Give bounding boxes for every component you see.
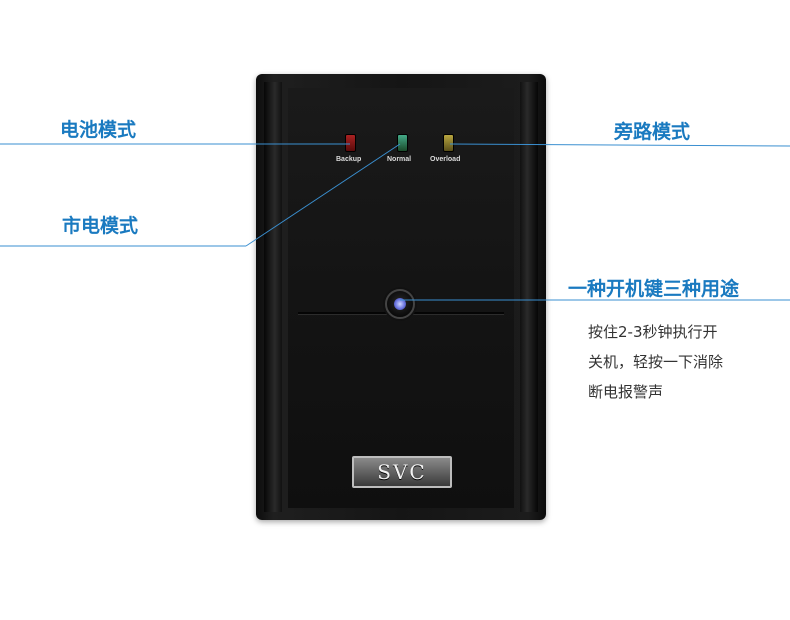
overload-led-icon	[443, 134, 454, 152]
ups-right-bezel	[520, 82, 538, 512]
normal-led-icon	[397, 134, 408, 152]
power-light-icon	[394, 298, 406, 310]
description-line-3: 断电报警声	[588, 383, 664, 401]
power-key-uses-label: 一种开机键三种用途	[568, 278, 740, 300]
overload-led-label: Overload	[430, 156, 461, 163]
description-line-1: 按住2-3秒钟执行开	[588, 323, 718, 341]
power-key-description: 按住2-3秒钟执行开 关机，轻按一下消除 断电报警声	[588, 317, 778, 407]
normal-led-label: Normal	[387, 156, 412, 163]
ups-left-bezel	[264, 82, 282, 512]
power-button	[385, 289, 415, 319]
battery-mode-label: 电池模式	[60, 119, 137, 141]
svc-logo: SVC	[352, 456, 452, 488]
description-line-2: 关机，轻按一下消除	[588, 353, 724, 371]
logo-text: SVC	[377, 460, 427, 484]
backup-led-icon	[345, 134, 356, 152]
bypass-mode-label: 旁路模式	[614, 121, 691, 143]
mains-mode-label: 市电模式	[62, 215, 139, 237]
backup-led-label: Backup	[336, 156, 362, 163]
